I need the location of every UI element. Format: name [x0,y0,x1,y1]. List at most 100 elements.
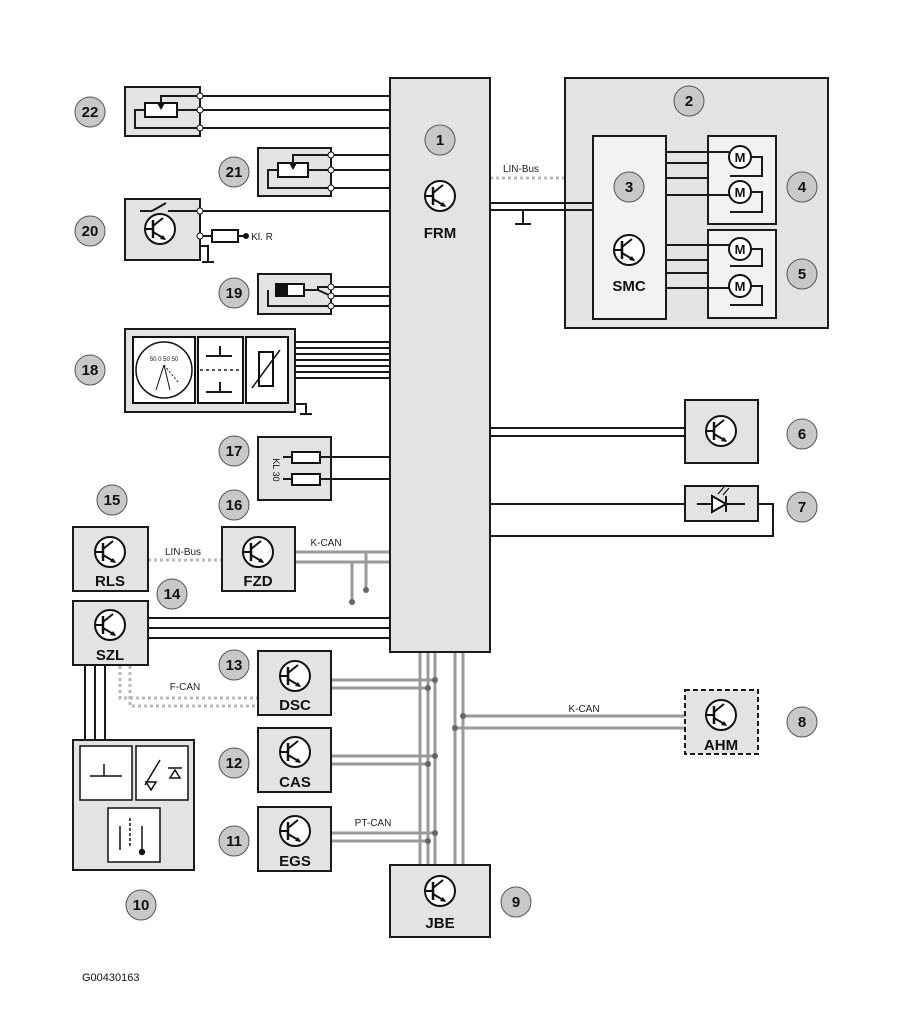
fzd-transistor-icon [241,535,275,569]
callout-8: 8 [786,706,818,738]
motor-icon [728,180,752,204]
svg-text:13: 13 [226,657,243,674]
fzd-label: FZD [243,573,272,590]
dsc-label: DSC [279,697,311,714]
dsc-module: DSC [257,650,332,716]
fcan-szl-dsc [118,666,258,708]
svg-text:10: 10 [133,897,150,914]
jbe-module: JBE [389,864,491,938]
dsc-transistor-icon [278,659,312,693]
relay-module-16-17: KL 30 [257,436,390,501]
frm-label: FRM [424,225,457,242]
cas-transistor-icon [278,735,312,769]
szl-module: SZL [72,600,390,740]
jbe-transistor-icon [423,874,457,908]
svg-text:16: 16 [226,497,243,514]
egs-module: EGS [257,806,332,872]
callout-3: 3 [613,171,645,203]
module-6 [490,399,759,464]
rls-module: RLS [72,526,149,592]
sensor-22 [124,86,390,137]
can-branches [331,677,438,844]
svg-text:14: 14 [164,586,181,603]
lin-bus-label-top: LIN-Bus [503,164,539,175]
callout-21: 21 [218,156,250,188]
svg-text:2: 2 [685,93,693,110]
cas-label: CAS [279,774,311,791]
callout-4: 4 [786,171,818,203]
svg-text:17: 17 [226,443,243,460]
callout-badges: 1 2 3 4 5 6 7 8 9 10 11 12 13 14 15 16 1… [74,85,818,921]
callout-22: 22 [74,96,106,128]
kcan-label-ahm: K-CAN [568,704,599,715]
svg-text:21: 21 [226,164,243,181]
jbe-label: JBE [425,915,454,932]
svg-text:12: 12 [226,755,243,772]
led-module-7 [490,485,774,537]
kcan-ahm [452,713,685,731]
callout-15: 15 [96,484,128,516]
kl-30-label: KL 30 [271,458,281,481]
callout-16: 16 [218,489,250,521]
motor-icon [728,274,752,298]
svg-text:22: 22 [82,104,99,121]
callout-19: 19 [218,277,250,309]
svg-text:6: 6 [798,426,806,443]
cas-module: CAS [257,727,332,793]
sensor-19 [257,273,390,315]
rls-transistor-icon [93,535,127,569]
gauge-module-18: 50 0 50 50 [124,328,390,415]
sensor-21 [257,147,390,197]
callout-11: 11 [218,825,250,857]
callout-20: 20 [74,215,106,247]
kcan-label-fzd: K-CAN [310,538,341,549]
callout-18: 18 [74,354,106,386]
callout-13: 13 [218,649,250,681]
callout-17: 17 [218,435,250,467]
frm-smc-wires [490,202,593,225]
kl-r-label: Kl. R [251,232,273,243]
svg-text:5: 5 [798,266,806,283]
svg-text:20: 20 [82,223,99,240]
callout-9: 9 [500,886,532,918]
svg-text:9: 9 [512,894,520,911]
smc-transistor-icon [612,233,646,267]
svg-text:7: 7 [798,499,806,516]
fzd-module: FZD [221,526,296,592]
seat-module-group: SMC [564,77,829,329]
svg-text:18: 18 [82,362,99,379]
callout-1: 1 [424,124,456,156]
frm-module: FRM [389,77,491,653]
ahm-module: AHM [684,689,759,755]
switch-cluster-10 [72,739,195,871]
callout-6: 6 [786,418,818,450]
transistor-icon [143,212,177,246]
lin-bus-label-left: LIN-Bus [165,547,201,558]
svg-text:3: 3 [625,179,633,196]
fcan-label: F-CAN [170,682,201,693]
figure-id: G00430163 [82,972,140,984]
smc-module [592,135,667,320]
svg-text:11: 11 [226,833,242,850]
svg-text:1: 1 [436,132,444,149]
motor-icon [728,237,752,261]
switch-20: Kl. R [124,198,390,263]
gauge-scale: 50 0 50 50 [150,357,179,363]
callout-5: 5 [786,258,818,290]
callout-14: 14 [156,578,188,610]
ahm-transistor-icon [704,698,738,732]
svg-text:8: 8 [798,714,806,731]
rls-label: RLS [95,573,125,590]
svg-text:4: 4 [798,179,807,196]
ahm-label: AHM [704,737,738,754]
callout-2: 2 [673,85,705,117]
callout-12: 12 [218,747,250,779]
szl-transistor-icon [93,608,127,642]
kcan-fzd-lines [295,550,390,605]
frm-transistor-icon [423,179,457,213]
callout-7: 7 [786,491,818,523]
smc-label: SMC [612,278,646,295]
transistor-icon [704,414,738,448]
